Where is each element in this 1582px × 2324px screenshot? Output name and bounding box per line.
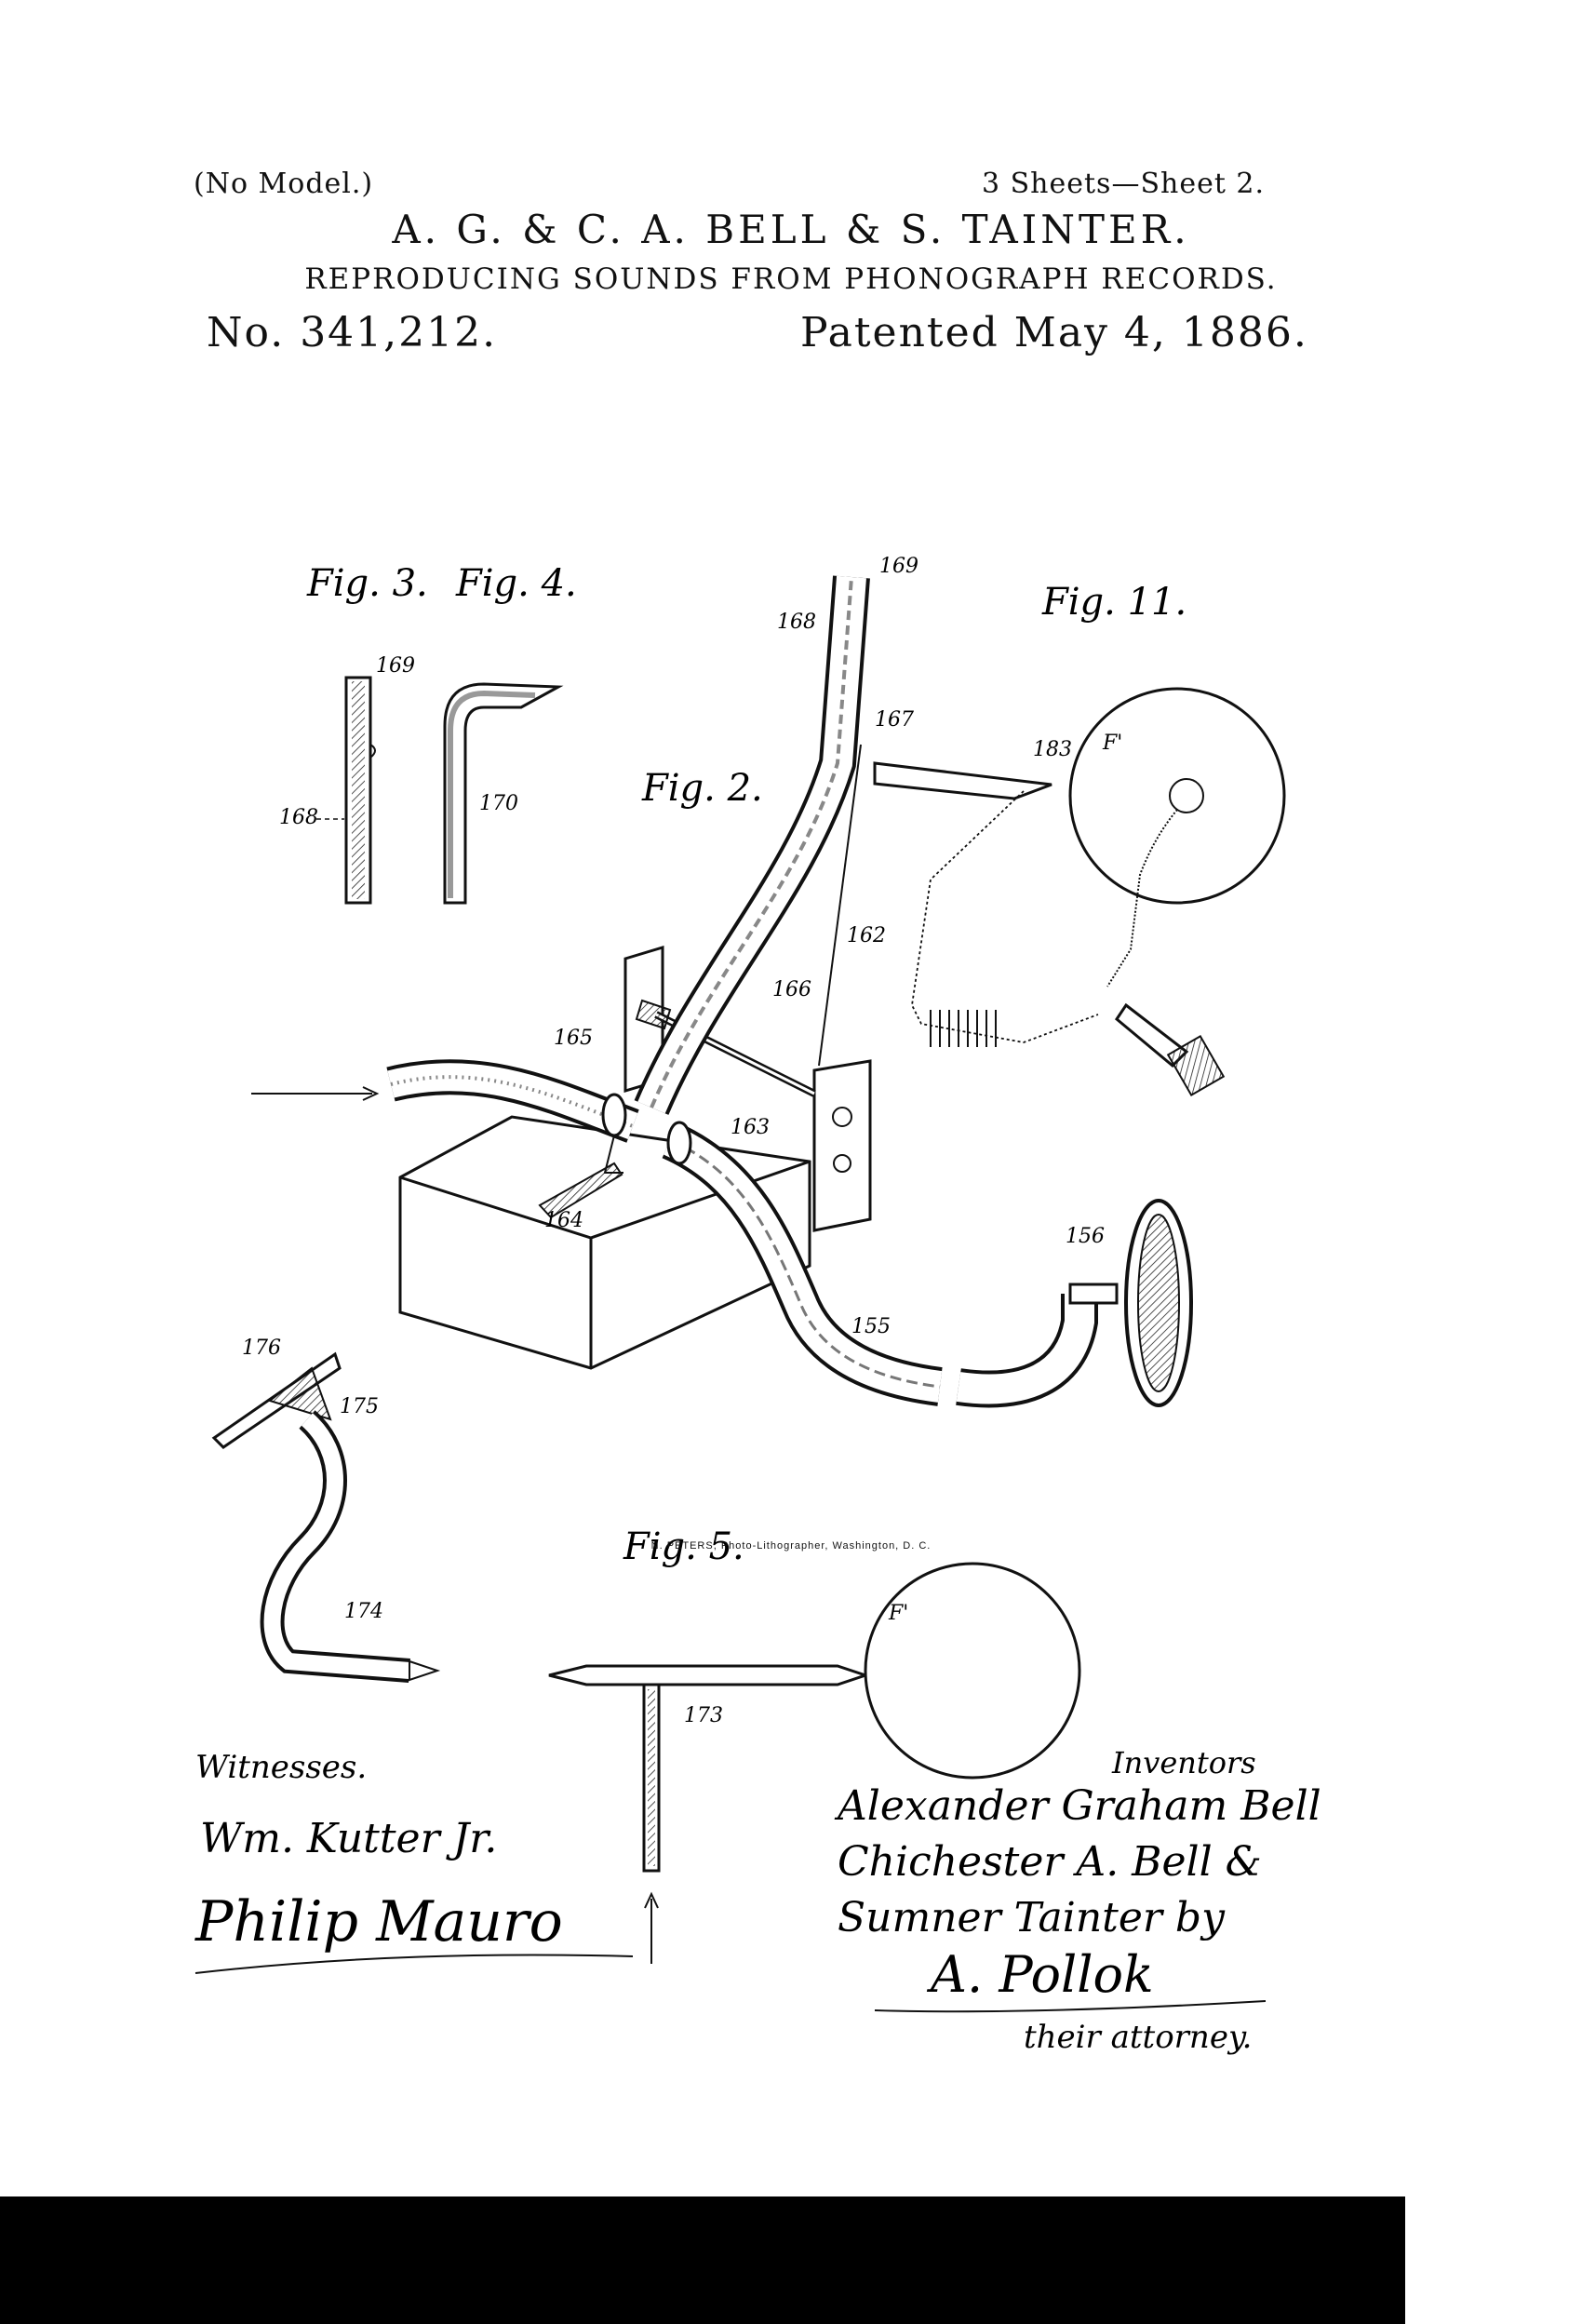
- ref-163: 163: [731, 1116, 770, 1139]
- ref-169-fig2: 169: [879, 555, 918, 578]
- ref-162: 162: [847, 924, 886, 947]
- fig2-title: Fig. 2.: [641, 767, 763, 810]
- patent-date: Patented May 4, 1886.: [800, 309, 1308, 356]
- ref-F-fig11: F': [1102, 732, 1122, 755]
- ref-166: 166: [772, 978, 811, 1001]
- fig3-title: Fig. 3.: [306, 562, 428, 605]
- inventor-signature-3: Sumner Tainter by: [838, 1894, 1226, 1941]
- hook-tube: [211, 1351, 441, 1683]
- witness-signature-2: Philip Mauro: [194, 1889, 563, 1955]
- ref-168-fig2: 168: [777, 611, 816, 634]
- ref-175: 175: [340, 1395, 379, 1418]
- fig3-tube: [344, 676, 376, 905]
- ref-176: 176: [242, 1337, 281, 1360]
- sheets-label: 3 Sheets—Sheet 2.: [982, 168, 1266, 200]
- inventors-heading: A. G. & C. A. BELL & S. TAINTER.: [392, 207, 1190, 252]
- ref-165: 165: [554, 1027, 593, 1050]
- fig5-t-tube: [548, 1562, 1081, 1964]
- inventor-signature-1: Alexander Graham Bell: [834, 1782, 1321, 1830]
- ref-170: 170: [479, 792, 518, 815]
- patent-title: REPRODUCING SOUNDS FROM PHONOGRAPH RECOR…: [304, 262, 1278, 296]
- inventor-signature-2: Chichester A. Bell &: [838, 1838, 1262, 1886]
- ref-155: 155: [851, 1315, 891, 1338]
- ref-169-fig3: 169: [376, 654, 415, 678]
- printer-credit: N. PETERS, Photo-Lithographer, Washingto…: [650, 1540, 932, 1552]
- ref-167: 167: [875, 708, 914, 732]
- fig2-block: [398, 1115, 811, 1370]
- fig4-title: Fig. 4.: [455, 562, 577, 605]
- patent-number: No. 341,212.: [207, 309, 498, 356]
- ref-168-fig3: 168: [279, 806, 318, 829]
- inventors-label: Inventors: [1111, 1745, 1256, 1780]
- ref-F-fig5: F': [888, 1602, 908, 1625]
- witness-signature-1: Wm. Kutter Jr.: [200, 1815, 497, 1862]
- ref-173: 173: [684, 1704, 723, 1727]
- scan-border-bar: [0, 2196, 1405, 2324]
- attorney-role: their attorney.: [1024, 2019, 1252, 2056]
- fig11-title: Fig. 11.: [1041, 581, 1186, 624]
- fig11-disc: [873, 687, 1286, 1097]
- ref-164: 164: [544, 1209, 583, 1232]
- attorney-signature: A. Pollok: [926, 1945, 1154, 2004]
- no-model-label: (No Model.): [194, 168, 374, 200]
- fig4-elbow-tube: [443, 682, 564, 905]
- ref-183: 183: [1033, 738, 1072, 761]
- ref-156: 156: [1066, 1225, 1105, 1248]
- ref-174: 174: [344, 1600, 383, 1623]
- fig2-earpiece: [956, 1199, 1193, 1408]
- fig5-title: Fig. 5.: [623, 1525, 744, 1568]
- witnesses-label: Witnesses.: [195, 1749, 367, 1786]
